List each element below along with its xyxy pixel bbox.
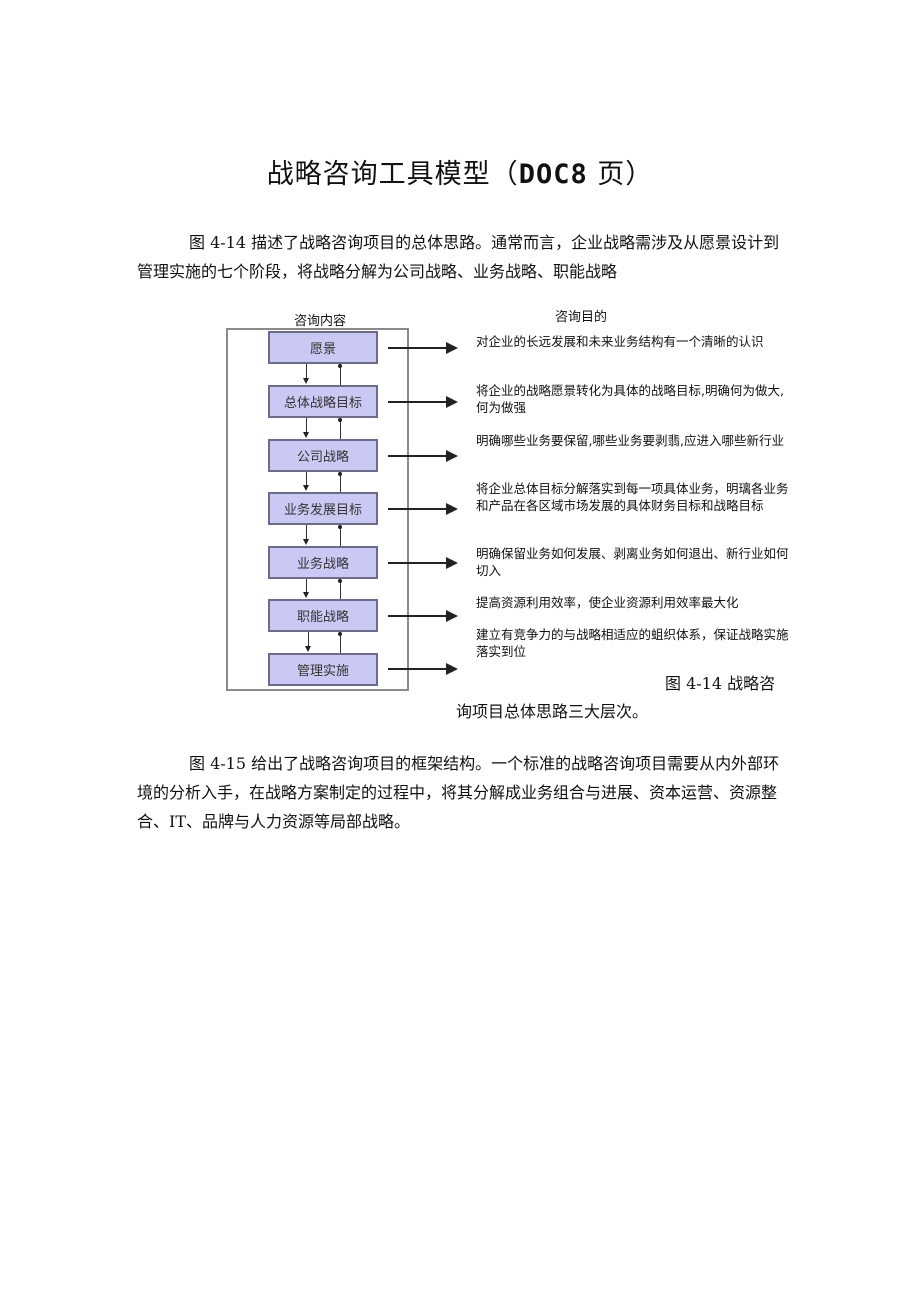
consult-content-header: 咨询内容	[294, 314, 347, 329]
title-main: 战略咨询工具模型（	[266, 159, 519, 190]
up-arrow-icon	[338, 632, 342, 636]
intro-paragraph-text: 图 4-14 描述了战略咨询项目的总体思路。通常而言，企业战略需涉及从愿景设计到…	[137, 233, 780, 281]
stage-box-business-strategy: 业务战略	[268, 546, 378, 579]
goal-text-business-goal: 将企业总体目标分解落实到每一项具体业务，明璃各业务和产品在各区域市场发展的具体财…	[476, 481, 789, 513]
down-arrow-icon	[303, 539, 309, 545]
down-connector	[306, 418, 307, 433]
down-arrow-icon	[303, 432, 309, 438]
stage-label: 业务战略	[296, 557, 349, 572]
stage-box-management: 管理实施	[268, 653, 378, 686]
down-connector	[306, 364, 307, 379]
down-arrow-icon	[303, 378, 309, 384]
goal-text-business-strategy: 明确保留业务如何发展、剥离业务如何退出、新行业如何切入	[476, 546, 789, 578]
consult-purpose-header: 咨询目的	[555, 310, 608, 325]
stage-box-vision: 愿景	[268, 331, 378, 364]
goal-text-corporate-strategy: 明确哪些业务要保留,哪些业务要剥翡,应进入哪些新行业	[476, 433, 784, 448]
intro-paragraph: 图 4-14 描述了战略咨询项目的总体思路。通常而言，企业战略需涉及从愿景设计到…	[137, 228, 787, 286]
right-arrow-icon	[388, 503, 458, 515]
down-arrow-icon	[303, 592, 309, 598]
down-connector	[306, 579, 307, 593]
title-pages: 页）	[587, 159, 654, 190]
right-arrow-icon	[388, 663, 458, 675]
down-arrow-icon	[303, 485, 309, 491]
right-arrow-icon	[388, 557, 458, 569]
up-arrow-icon	[338, 472, 342, 476]
right-arrow-icon	[388, 450, 458, 462]
up-connector	[340, 472, 341, 492]
down-connector	[308, 632, 309, 647]
stage-label: 业务发展目标	[283, 503, 362, 518]
down-arrow-icon	[305, 646, 311, 652]
up-connector	[340, 579, 341, 599]
stage-box-functional-strategy: 职能战略	[268, 599, 378, 632]
up-connector	[340, 632, 341, 653]
goal-text-vision: 对企业的长远发展和未来业务结构有一个清晰的认识	[476, 334, 764, 349]
goal-text-management: 建立有竞争力的与战略相适应的蛆织体系，保证战略实施落实到位	[476, 627, 789, 659]
stage-label: 总体战略目标	[283, 396, 362, 411]
down-connector	[306, 525, 307, 540]
stage-box-overall-goal: 总体战略目标	[268, 385, 378, 418]
up-arrow-icon	[338, 364, 342, 368]
goal-text-functional-strategy: 提高资源利用效率，使企业资源利用效率最大化	[476, 595, 739, 610]
framework-paragraph: 图 4-15 给出了战略咨询项目的框架结构。一个标准的战略咨询项目需要从内外部环…	[137, 749, 787, 836]
figure-caption-line1: 图 4-14 战略咨	[665, 674, 776, 693]
up-connector	[340, 525, 341, 546]
down-connector	[306, 472, 307, 486]
figure-caption-line2: 询项目总体思路三大层次。	[456, 702, 649, 721]
goal-text-overall-goal: 将企业的战略愿景转化为具体的战略目标,明确何为做大,何为做强	[476, 383, 784, 415]
stage-label: 公司战略	[296, 450, 349, 465]
right-arrow-icon	[388, 342, 458, 354]
right-arrow-icon	[388, 396, 458, 408]
stage-label: 愿景	[309, 342, 336, 357]
up-arrow-icon	[338, 418, 342, 422]
stage-box-corporate-strategy: 公司战略	[268, 439, 378, 472]
stage-label: 管理实施	[296, 664, 349, 679]
stage-box-business-goal: 业务发展目标	[268, 492, 378, 525]
right-arrow-icon	[388, 610, 458, 622]
up-arrow-icon	[338, 579, 342, 583]
up-connector	[340, 418, 341, 439]
framework-paragraph-text: 图 4-15 给出了战略咨询项目的框架结构。一个标准的战略咨询项目需要从内外部环…	[137, 754, 780, 831]
strategy-flow-diagram: 咨询内容 咨询目的 愿景 总体战略目标 公司战略 业务发展目标 业务战略 职能战…	[226, 310, 789, 691]
title-doc-label: DOC8	[518, 159, 588, 190]
up-connector	[340, 364, 341, 385]
page-title: 战略咨询工具模型（DOC8 页）	[0, 152, 920, 191]
up-arrow-icon	[338, 525, 342, 529]
stage-label: 职能战略	[296, 610, 349, 625]
